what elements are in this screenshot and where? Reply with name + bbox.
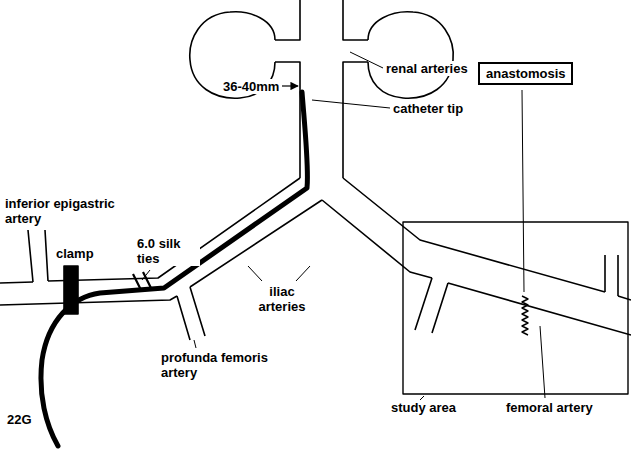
epigastric-artery bbox=[28, 230, 48, 282]
leader-line bbox=[248, 266, 310, 281]
anatomy-label: femoral artery bbox=[505, 400, 594, 415]
dimension-arrow bbox=[282, 85, 298, 86]
anatomy-label: renal arteries bbox=[385, 61, 469, 76]
anatomy-label: 36-40mm bbox=[222, 79, 280, 94]
anatomy-label: study area bbox=[390, 400, 457, 415]
leader-line bbox=[194, 340, 196, 348]
artery-wall bbox=[322, 200, 631, 335]
artery-wall bbox=[0, 178, 300, 283]
small-branch bbox=[605, 255, 618, 296]
catheter bbox=[41, 92, 308, 446]
anatomy-label: inferior epigastric artery bbox=[4, 196, 134, 226]
suture bbox=[522, 296, 528, 335]
anatomy-label: iliac arteries bbox=[252, 284, 312, 314]
leader-line bbox=[312, 100, 390, 108]
profunda-artery bbox=[415, 278, 448, 333]
anatomy-label: profunda femoris artery bbox=[160, 350, 282, 380]
artery-wall bbox=[343, 178, 631, 300]
aorta-wall bbox=[343, 0, 368, 178]
leader-line bbox=[350, 52, 383, 68]
box-label: anastomosis bbox=[486, 66, 565, 81]
leader-line bbox=[142, 270, 150, 280]
anatomy-label: 22G bbox=[6, 412, 33, 427]
leader-line bbox=[540, 326, 545, 398]
callout-box: anastomosis bbox=[478, 62, 573, 85]
profunda-artery bbox=[177, 287, 205, 340]
anatomy-label: catheter tip bbox=[392, 101, 464, 116]
kidney bbox=[368, 12, 453, 98]
leader-line bbox=[522, 90, 524, 292]
study-area-box bbox=[403, 222, 628, 394]
anatomy-label: 6.0 silk ties bbox=[136, 236, 200, 266]
anatomy-label: clamp bbox=[55, 246, 95, 261]
